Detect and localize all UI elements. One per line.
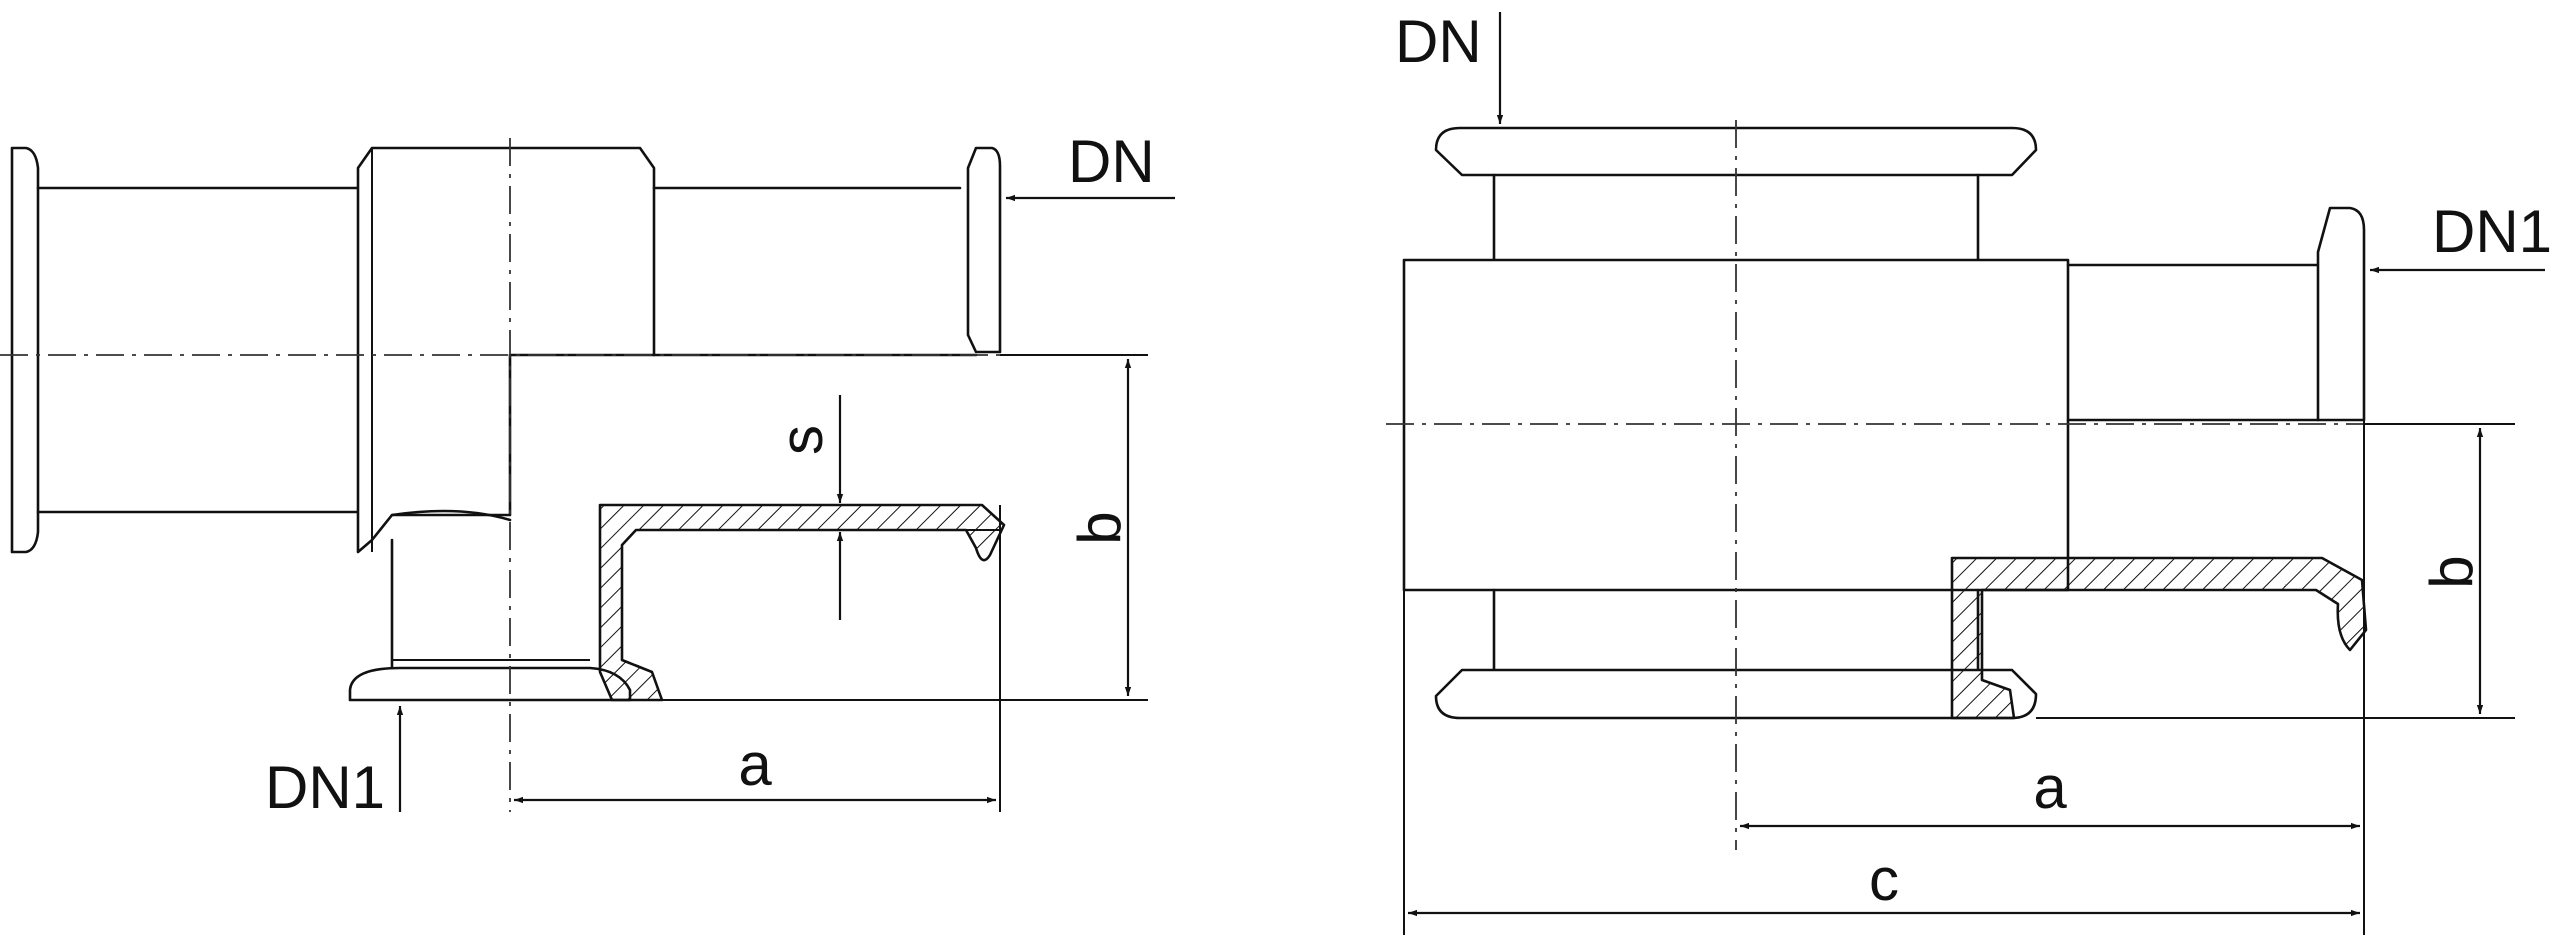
left-view: a b s DN DN1 xyxy=(0,128,1175,821)
dn1-label-right: DN1 xyxy=(2432,198,2552,265)
bottom-flange xyxy=(348,666,632,702)
dimension-s-label: s xyxy=(768,425,835,455)
dimension-c-label: c xyxy=(1869,846,1899,913)
left-tube xyxy=(36,186,360,514)
dimension-a-label: a xyxy=(738,731,772,798)
section-hatched-wall-right xyxy=(1950,556,2368,720)
left-flange xyxy=(10,146,40,554)
right-tube xyxy=(652,186,978,357)
dimension-b-label-right: b xyxy=(2418,555,2485,588)
dn1-label: DN1 xyxy=(265,754,385,821)
right-branch-flange xyxy=(2316,206,2366,422)
dn-label: DN xyxy=(1068,128,1155,195)
dimension-b-label: b xyxy=(1066,511,1133,544)
branch-outline xyxy=(390,509,512,672)
section-hatched-wall xyxy=(598,503,1006,702)
top-flange xyxy=(1434,126,2038,177)
dimension-a-label-right: a xyxy=(2033,754,2067,821)
side-branch xyxy=(2066,263,2320,422)
top-neck xyxy=(1492,173,1980,262)
right-view: a c b DN DN1 xyxy=(1386,8,2552,935)
right-flange xyxy=(966,146,1002,354)
central-collar xyxy=(356,146,656,554)
dn-label-right: DN xyxy=(1395,8,1482,75)
